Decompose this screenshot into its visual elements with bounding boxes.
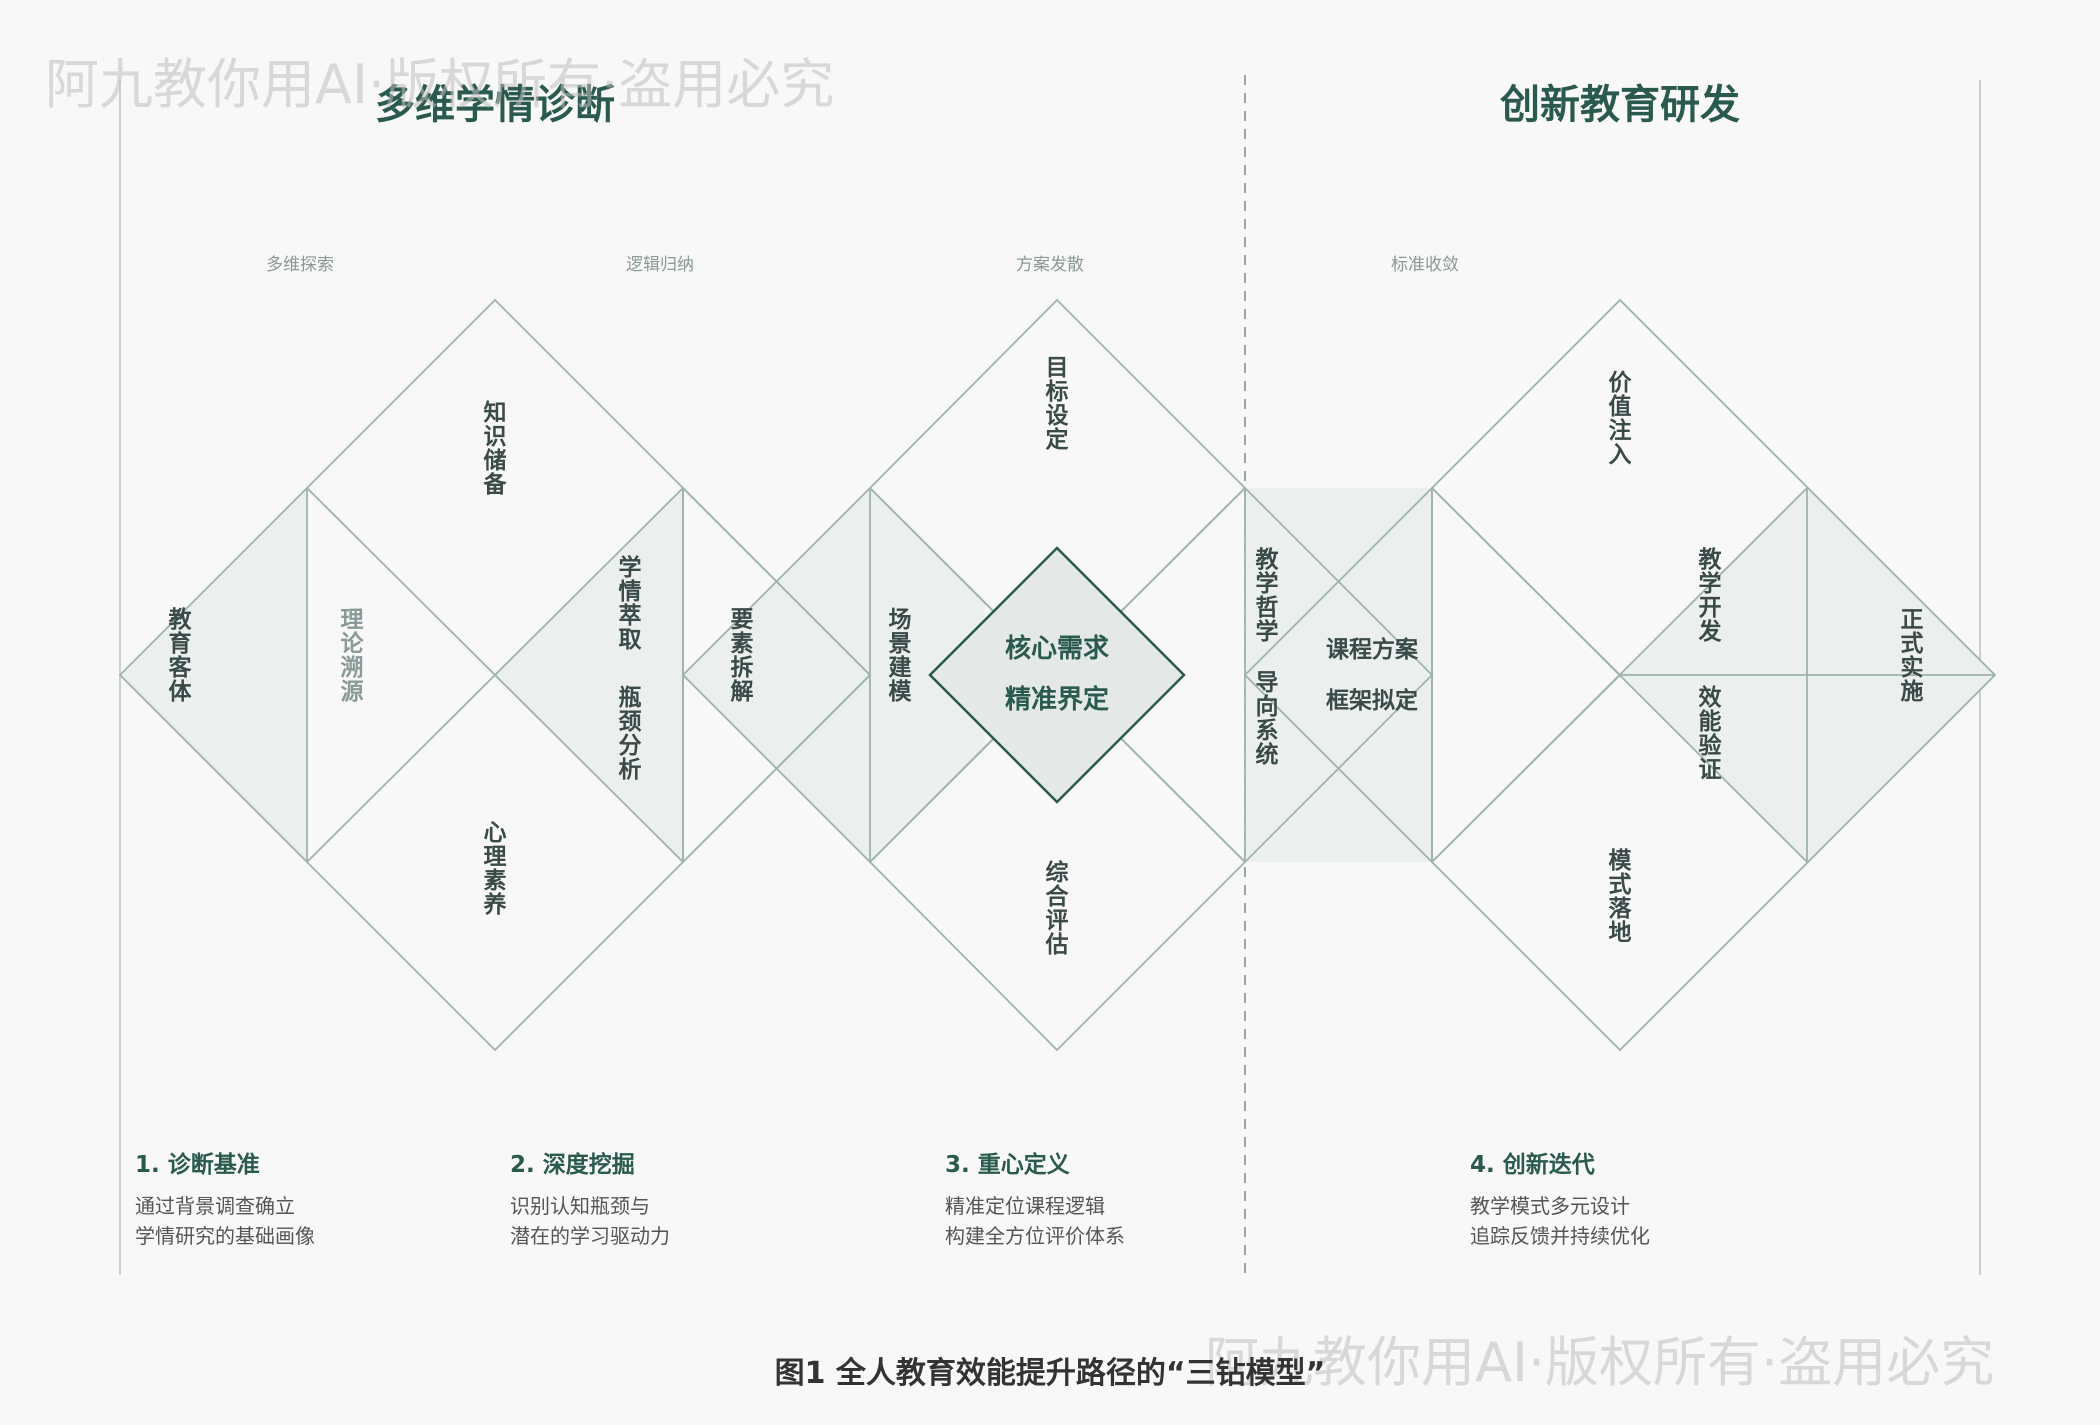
model-landing-label: 模式落地 — [1609, 848, 1633, 946]
core-text-line1: 核心需求 — [1005, 633, 1109, 664]
step-4-title: 4. 创新迭代 — [1470, 1152, 1595, 1178]
scenario-model-label: 场景建模 — [889, 607, 913, 705]
psych-literacy-label: 心理素养 — [483, 820, 507, 918]
education-object-label: 教育客体 — [169, 606, 193, 705]
watermark-top: 阿九教你用AI·版权所有·盗用必究 — [45, 53, 835, 116]
step-3: 3. 重心定义 精准定位课程逻辑 构建全方位评价体系 — [945, 1145, 1125, 1251]
knowledge-reserve-label: 知识储备 — [483, 399, 508, 498]
core-diamond — [928, 546, 1186, 804]
value-inject-label: 价值注入 — [1609, 370, 1633, 468]
bottleneck-label: 瓶颈分析 — [619, 685, 642, 783]
phase-label-explore: 多维探索 — [266, 255, 334, 275]
step-1: 1. 诊断基准 通过背景调查确立 学情研究的基础画像 — [135, 1145, 315, 1251]
effect-verify-label: 效能验证 — [1699, 684, 1722, 783]
core-text-line2: 精准界定 — [1005, 684, 1109, 715]
overall-eval-label: 综合评估 — [1045, 859, 1070, 958]
formal-impl-label: 正式实施 — [1901, 607, 1924, 705]
step-2-line1: 识别认知瓶颈与 — [510, 1194, 650, 1218]
step-3-line2: 构建全方位评价体系 — [945, 1224, 1125, 1248]
phase-label-converge: 标准收敛 — [1391, 255, 1459, 275]
step-1-title: 1. 诊断基准 — [135, 1152, 260, 1178]
step-1-line2: 学情研究的基础画像 — [135, 1224, 315, 1248]
step-3-title: 3. 重心定义 — [945, 1152, 1070, 1178]
course-plan-label: 课程方案 — [1326, 636, 1419, 663]
phase-label-induce: 逻辑归纳 — [626, 255, 694, 275]
philosophy-label: 教学哲学 — [1256, 546, 1280, 645]
step-2-title: 2. 深度挖掘 — [510, 1152, 635, 1178]
step-1-line1: 通过背景调查确立 — [135, 1194, 295, 1218]
step-4-line2: 追踪反馈并持续优化 — [1470, 1224, 1650, 1248]
shaded-regions — [120, 488, 1995, 862]
step-2: 2. 深度挖掘 识别认知瓶颈与 潜在的学习驱动力 — [510, 1145, 670, 1251]
step-3-line1: 精准定位课程逻辑 — [945, 1194, 1105, 1218]
step-4-line1: 教学模式多元设计 — [1470, 1194, 1630, 1218]
teaching-dev-label: 教学开发 — [1698, 546, 1723, 645]
watermark-bottom: 阿九教你用AI·版权所有·盗用必究 — [1205, 1331, 1995, 1394]
left-section-title: 多维学情诊断 — [375, 82, 615, 128]
right-section-title: 创新教育研发 — [1500, 82, 1740, 128]
phase-label-diverge: 方案发散 — [1016, 255, 1084, 275]
element-breakdown-label: 要素拆解 — [731, 607, 754, 705]
goal-setting-label: 目标设定 — [1046, 355, 1069, 453]
theory-origin-label: 理论溯源 — [341, 607, 365, 705]
diamond-4 — [1431, 298, 1997, 1052]
learning-extract-label: 学情萃取 — [619, 554, 642, 653]
step-2-line2: 潜在的学习驱动力 — [510, 1224, 670, 1248]
guidance-system-label: 导向系统 — [1256, 670, 1279, 768]
figure-caption: 图1 全人教育效能提升路径的“三钻模型” — [774, 1356, 1326, 1391]
step-4: 4. 创新迭代 教学模式多元设计 追踪反馈并持续优化 — [1470, 1145, 1650, 1251]
framework-label: 框架拟定 — [1326, 687, 1418, 714]
